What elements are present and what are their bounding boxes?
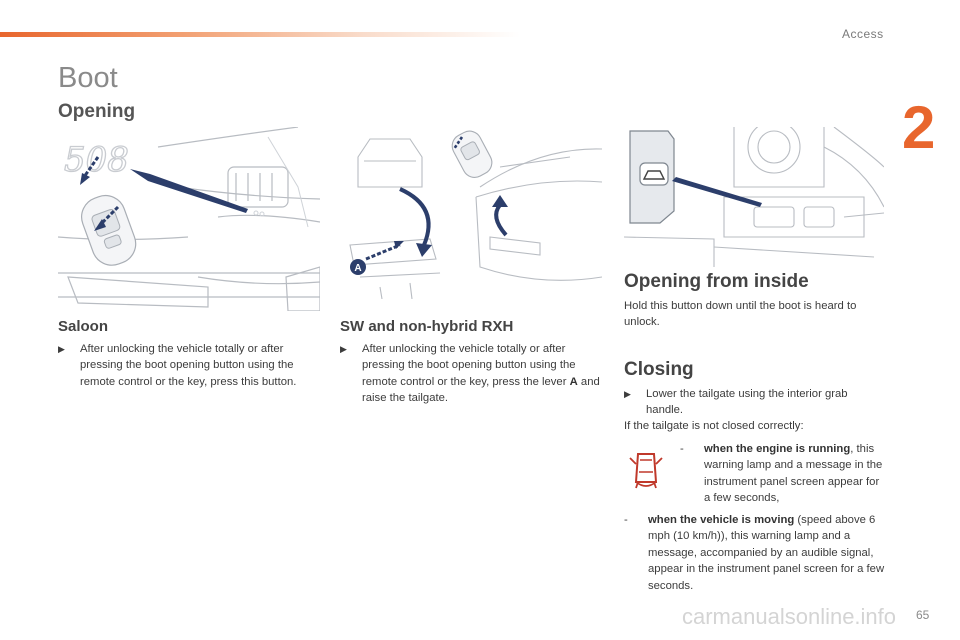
interior-dashboard-illustration [624, 127, 884, 267]
saloon-heading: Saloon [58, 318, 109, 335]
sw-instruction-end: and raise the tailgate. [362, 375, 600, 405]
sw-instruction: ▶ After unlocking the vehicle totally or… [340, 341, 605, 407]
page-number: 65 [916, 608, 930, 622]
sw-tailgate-figure: A [340, 127, 602, 299]
sw-heading: SW and non-hybrid RXH [340, 318, 514, 335]
sw-instruction-text: After unlocking the vehicle totally or a… [362, 343, 576, 388]
page-title: Boot [58, 62, 118, 94]
section-heading-opening: Opening [58, 101, 136, 122]
engine-running-label: when the engine is running [704, 443, 851, 455]
bullet-marker-icon: ▶ [58, 344, 65, 354]
bullet-marker-icon: ▶ [340, 344, 347, 354]
chapter-number: 2 [902, 94, 936, 161]
header-accent-bar [0, 32, 520, 37]
bullet-marker-icon: ▶ [624, 389, 631, 399]
saloon-boot-illustration: 508 [58, 127, 320, 311]
closing-instruction: ▶ Lower the tailgate using the interior … [624, 386, 886, 419]
closing-item-vehicle-moving: - when the vehicle is moving (speed abov… [624, 514, 885, 592]
opening-inside-text: Hold this button down until the boot is … [624, 300, 857, 329]
watermark: carmanualsonline.info [682, 604, 897, 629]
engine-running-text: , this warning lamp and a message in the… [704, 443, 883, 505]
saloon-instruction: ▶ After unlocking the vehicle totally or… [58, 341, 326, 390]
vehicle-moving-label: when the vehicle is moving [648, 514, 795, 526]
closing-note: If the tailgate is not closed correctly: [624, 420, 804, 432]
saloon-boot-figure: 508 [58, 127, 320, 311]
saloon-instruction-text: After unlocking the vehicle totally or a… [80, 343, 297, 388]
closing-item-engine-running: - when the engine is running, this warni… [680, 443, 883, 505]
section-label: Access [842, 27, 884, 41]
open-boot-warning-icon [628, 444, 664, 490]
sw-lever-ref: A [569, 375, 578, 388]
sw-tailgate-illustration: A [349, 130, 602, 299]
interior-button-figure [624, 127, 884, 267]
vehicle-moving-text: (speed above 6 mph (10 km/h)), this warn… [648, 514, 885, 592]
closing-heading: Closing [624, 359, 694, 380]
lever-a-label: A [354, 263, 361, 274]
closing-instruction-text: Lower the tailgate using the interior gr… [646, 388, 848, 417]
lever-a-marker [350, 259, 366, 275]
opening-inside-heading: Opening from inside [624, 271, 809, 292]
